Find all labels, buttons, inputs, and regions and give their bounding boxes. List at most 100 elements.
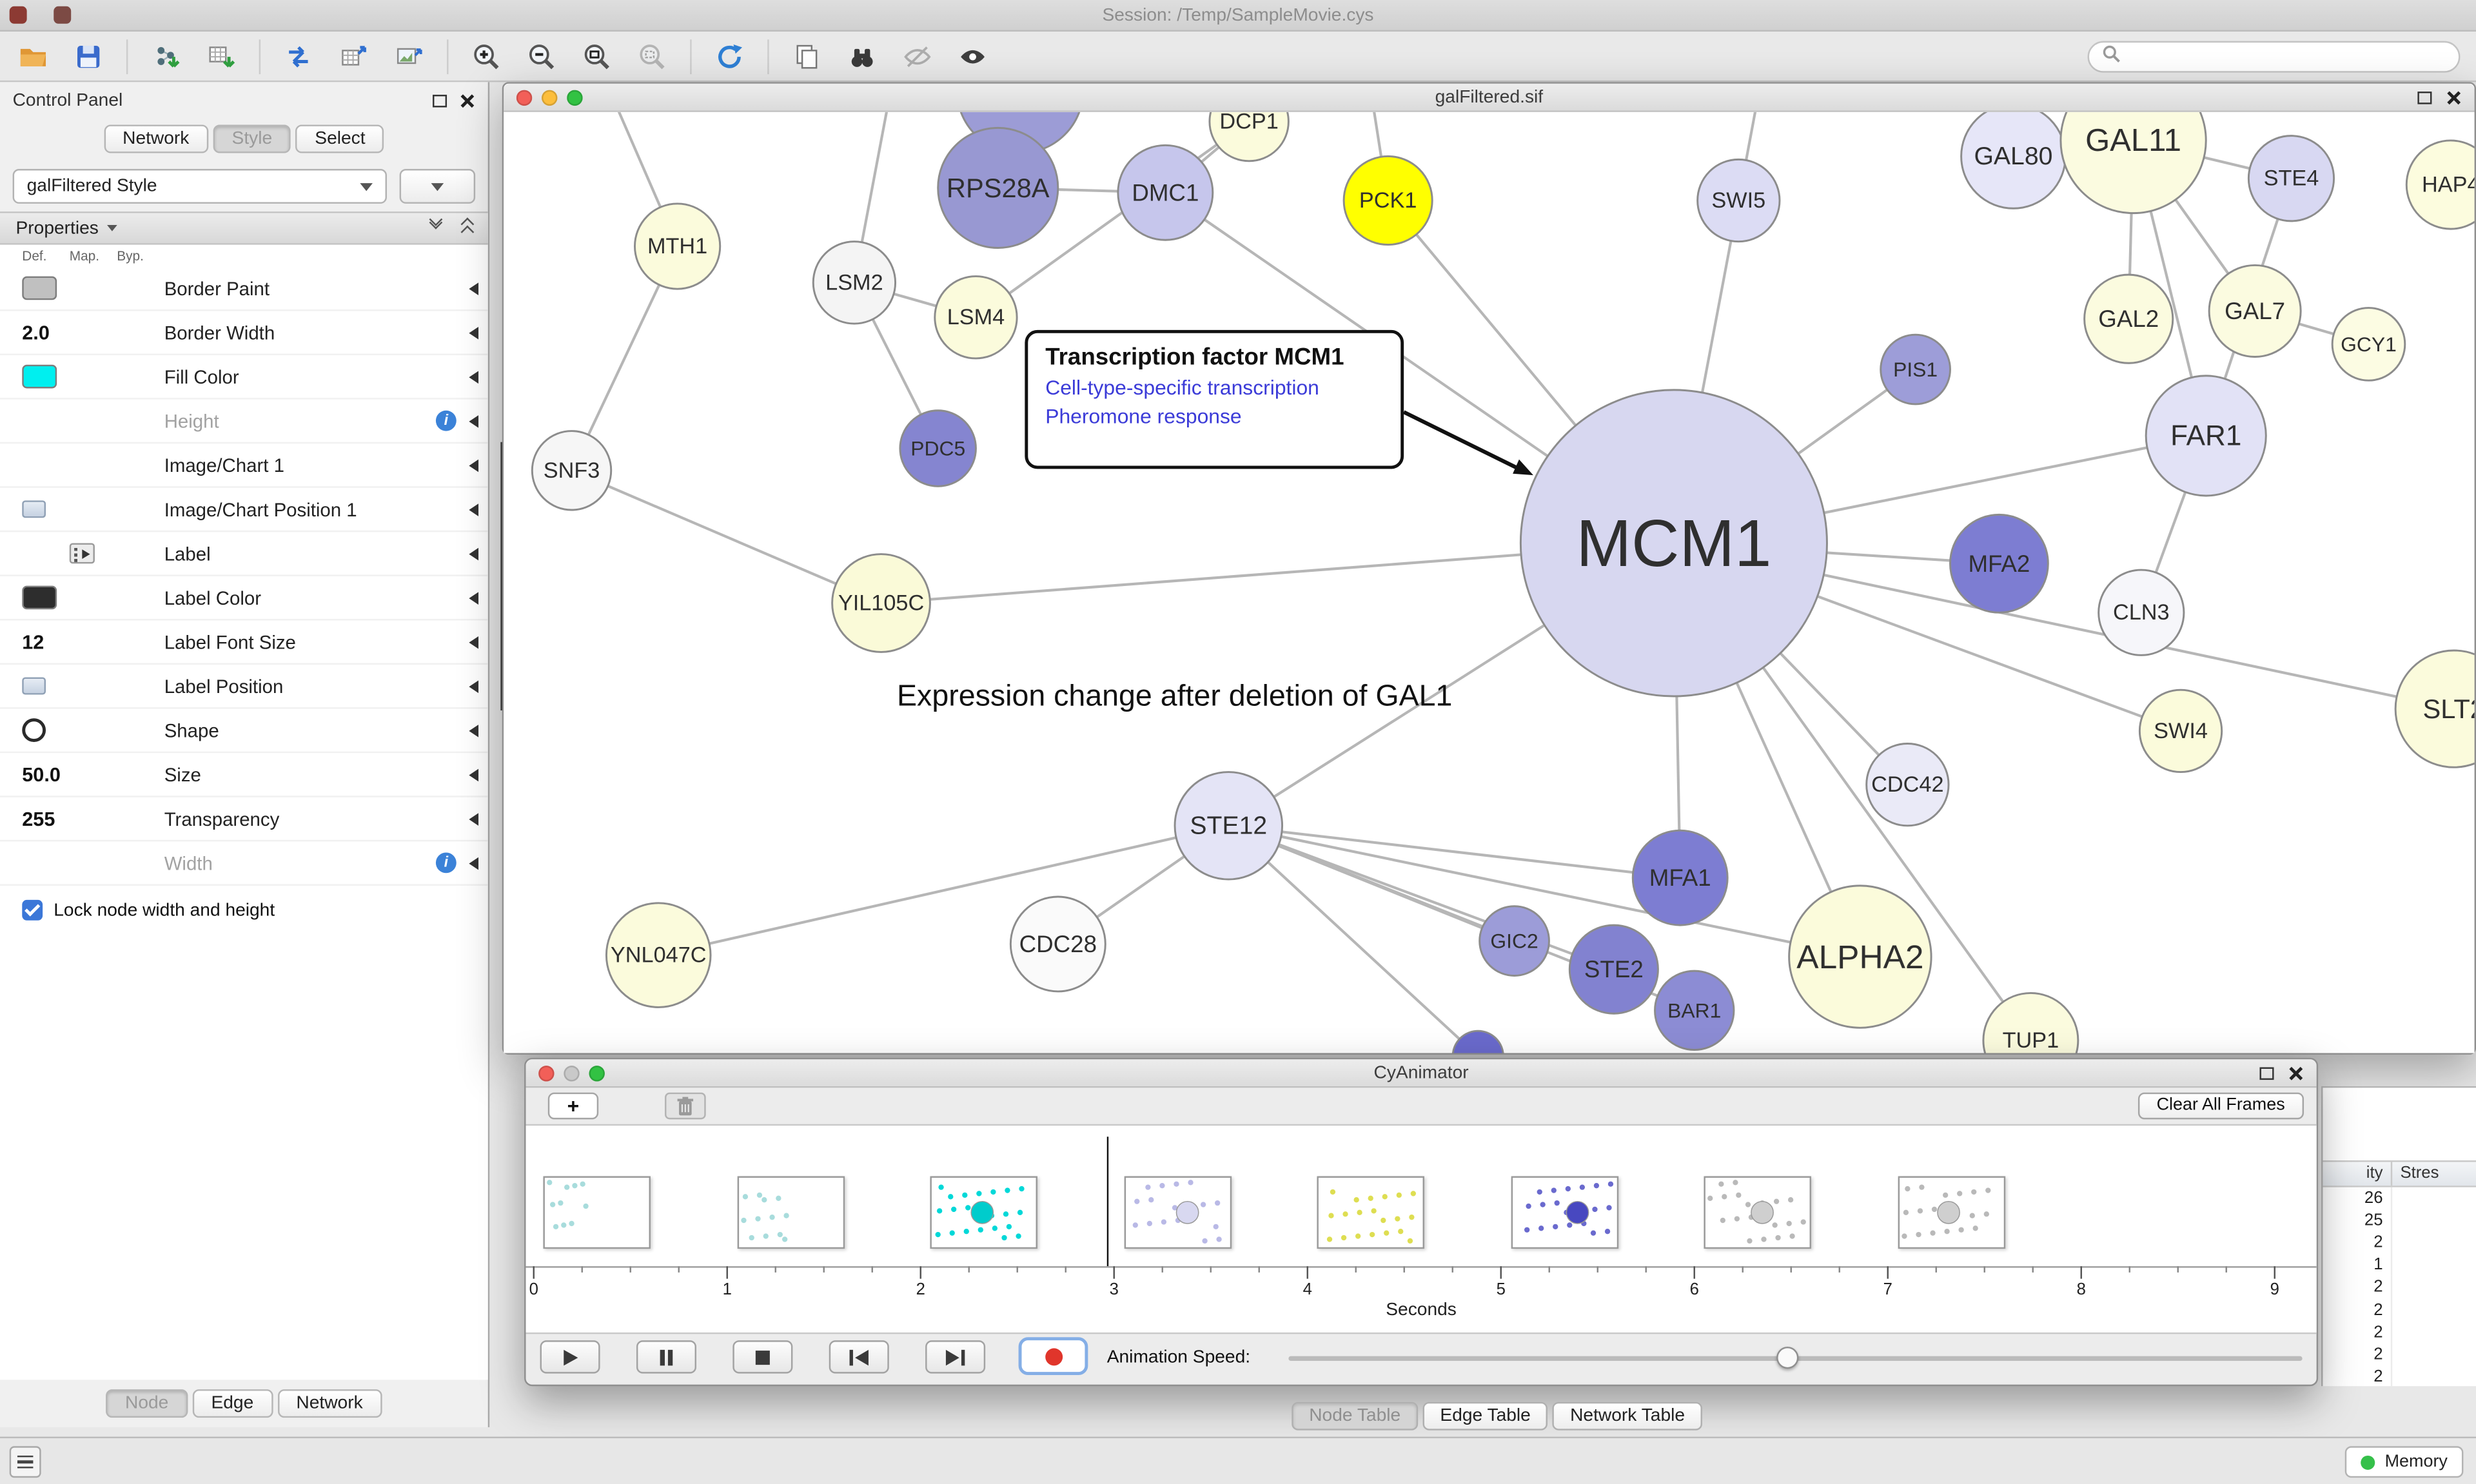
import-network-icon[interactable]	[148, 39, 183, 73]
network-node-mcm1[interactable]	[1519, 389, 1828, 698]
expand-row-icon[interactable]	[469, 370, 479, 383]
annotation-link[interactable]: Pheromone response	[1045, 404, 1242, 428]
cyanimator-titlebar[interactable]: CyAnimator	[526, 1059, 2317, 1088]
property-row-fill-color[interactable]: Fill Color	[0, 355, 488, 400]
style-target-tab-edge[interactable]: Edge	[192, 1389, 273, 1418]
import-table-icon[interactable]	[204, 39, 239, 73]
speed-slider-handle[interactable]	[1776, 1346, 1799, 1369]
network-node-mfa1[interactable]	[1631, 829, 1729, 926]
expand-row-icon[interactable]	[469, 679, 479, 692]
save-icon[interactable]	[71, 39, 106, 73]
delete-frame-button[interactable]	[665, 1091, 706, 1119]
search-field[interactable]	[2087, 40, 2461, 72]
default-value-cell[interactable]	[22, 718, 69, 743]
network-edge[interactable]	[975, 120, 1250, 318]
skip-to-end-icon[interactable]	[925, 1340, 986, 1374]
table-tab-edge-table[interactable]: Edge Table	[1422, 1401, 1548, 1430]
expand-row-icon[interactable]	[469, 547, 479, 560]
record-button[interactable]	[1018, 1337, 1088, 1376]
style-target-tab-node[interactable]: Node	[106, 1389, 188, 1418]
lock-size-checkbox[interactable]	[22, 899, 43, 921]
show-icon[interactable]	[956, 39, 990, 73]
network-node-cln3[interactable]	[2098, 569, 2185, 656]
network-node-gal2[interactable]	[2083, 273, 2174, 364]
frame-thumbnail-2[interactable]	[930, 1176, 1037, 1249]
frame-thumbnail-5[interactable]	[1510, 1176, 1618, 1249]
zoom-window-icon[interactable]	[567, 89, 583, 105]
annotation-link[interactable]: Cell-type-specific transcription	[1045, 375, 1319, 400]
network-node-gic2[interactable]	[1479, 905, 1550, 977]
style-options-button[interactable]	[399, 169, 476, 204]
float-window-icon[interactable]	[2259, 1067, 2274, 1080]
pause-button[interactable]	[636, 1340, 697, 1374]
frame-thumbnail-3[interactable]	[1123, 1176, 1231, 1249]
property-row-label-position[interactable]: Label Position	[0, 665, 488, 709]
network-edge[interactable]	[1228, 824, 1861, 959]
export-image-icon[interactable]	[391, 39, 426, 73]
property-row-border-paint[interactable]: Border Paint	[0, 267, 488, 311]
tab-select[interactable]: Select	[295, 124, 384, 153]
expand-row-icon[interactable]	[469, 635, 479, 649]
expand-row-icon[interactable]	[469, 812, 479, 825]
property-row-label[interactable]: Label	[0, 532, 488, 576]
stop-button[interactable]	[732, 1340, 793, 1374]
color-swatch[interactable]	[22, 585, 57, 610]
network-node-hap4[interactable]	[2405, 139, 2475, 230]
close-panel-icon[interactable]	[460, 93, 475, 108]
network-node-ste4[interactable]	[2247, 135, 2335, 222]
expand-all-icon[interactable]	[460, 217, 475, 239]
property-row-label-color[interactable]: Label Color	[0, 576, 488, 621]
zoom-out-icon[interactable]	[524, 39, 559, 73]
color-swatch[interactable]	[22, 364, 57, 389]
network-node-cdc28[interactable]	[1009, 895, 1106, 993]
network-node-lsm4[interactable]	[934, 275, 1018, 360]
zoom-window-icon[interactable]	[589, 1064, 605, 1081]
network-node-gcy1[interactable]	[2331, 307, 2406, 382]
expand-row-icon[interactable]	[469, 414, 479, 427]
table-tab-node-table[interactable]: Node Table	[1292, 1401, 1419, 1430]
session-titlebar[interactable]: Session: /Temp/SampleMovie.cys	[0, 0, 2476, 32]
close-window-icon[interactable]	[538, 1064, 555, 1081]
expand-row-icon[interactable]	[469, 458, 479, 472]
network-node-ste12[interactable]	[1174, 771, 1284, 881]
add-frame-button[interactable]: +	[547, 1091, 599, 1119]
close-icon[interactable]	[2446, 90, 2461, 106]
network-node-gal11[interactable]	[2059, 112, 2207, 215]
expand-row-icon[interactable]	[469, 591, 479, 604]
network-node-yil105c[interactable]	[831, 553, 931, 653]
zoom-fit-icon[interactable]	[580, 39, 614, 73]
default-value-cell[interactable]	[22, 276, 69, 300]
network-node-mth1[interactable]	[634, 202, 722, 290]
mapping-icon[interactable]	[69, 543, 95, 564]
frame-thumbnail-0[interactable]	[543, 1176, 651, 1249]
search-input[interactable]	[2128, 46, 2446, 66]
network-node-bar1[interactable]	[1654, 970, 1735, 1051]
frame-thumbnail-1[interactable]	[736, 1176, 844, 1249]
network-node-tup1[interactable]	[1982, 991, 2079, 1053]
panel-splitter[interactable]	[500, 442, 504, 711]
open-folder-icon[interactable]	[15, 39, 50, 73]
property-row-image-chart-position-1[interactable]: Image/Chart Position 1	[0, 488, 488, 532]
network-node-snf3[interactable]	[531, 430, 613, 511]
network-node-cdc42[interactable]	[1865, 743, 1950, 827]
network-node-pdc5[interactable]	[899, 409, 977, 487]
hide-icon[interactable]	[900, 39, 935, 73]
collapse-all-icon[interactable]	[429, 211, 443, 236]
network-node-gal7[interactable]	[2208, 264, 2302, 358]
expand-row-icon[interactable]	[469, 723, 479, 737]
network-node-lsm2[interactable]	[812, 240, 897, 325]
network-window-titlebar[interactable]: galFiltered.sif	[504, 83, 2475, 112]
network-node-rps28a[interactable]	[937, 126, 1059, 249]
style-selector-combo[interactable]: galFiltered Style	[12, 169, 388, 204]
network-node-dcp1[interactable]	[1208, 112, 1290, 162]
minimize-window-icon[interactable]	[564, 1064, 580, 1081]
default-value-cell[interactable]	[22, 500, 69, 518]
